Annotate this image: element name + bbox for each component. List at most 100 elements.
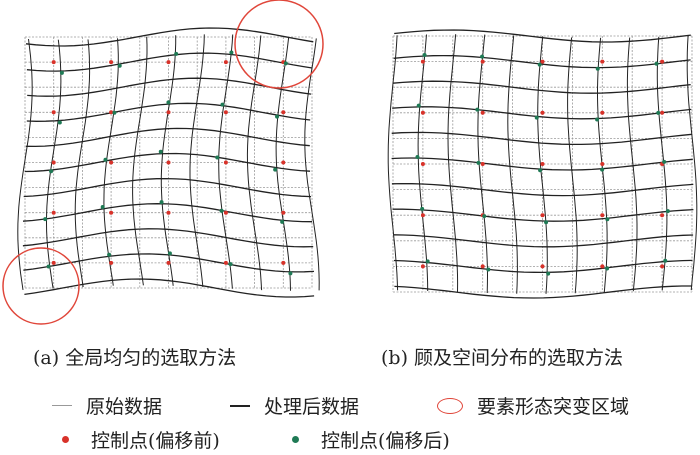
control-point-after [107,252,112,257]
caption-b: (b) 顾及空间分布的选取方法 [381,347,624,369]
processed-grid-line [275,36,291,291]
control-point-before [281,110,286,115]
control-point-before [223,160,228,165]
control-point-after [486,267,491,272]
control-point-after [422,52,427,57]
control-point-after [43,217,48,222]
control-point-before [420,213,425,218]
control-point-after [665,209,670,214]
legend-original-label: 原始数据 [86,396,163,418]
control-point-after [273,167,278,172]
black-line-icon [230,404,250,407]
processed-grid-line [74,39,91,287]
control-point-before [660,110,665,115]
control-point-before [223,210,228,215]
control-point-before [600,162,605,166]
control-point-before [480,59,485,64]
control-point-before [51,160,56,165]
control-point-before [540,59,545,64]
control-point-after [100,204,105,209]
processed-grid-line [686,35,698,291]
processed-grid-line [160,35,177,286]
control-point-before [51,260,56,265]
control-point-after [595,66,600,71]
control-point-before [109,60,114,65]
control-point-after [215,155,220,160]
control-point-before [223,260,228,265]
legend-cp-before-label: 控制点(偏移前) [91,430,220,452]
processed-grid-line [22,203,313,223]
control-point-after [57,120,62,125]
control-point-before [660,59,665,64]
control-point-before [420,59,425,64]
processed-grid-line [22,228,314,248]
mutation-region-circle [234,0,324,89]
processed-grid-line [304,38,320,291]
control-point-after [663,258,668,263]
control-point-after [425,259,430,264]
control-point-after [595,117,600,122]
control-point-after [158,149,163,154]
control-point-before [600,264,605,269]
control-point-before [600,59,605,64]
processed-grid-line [246,35,263,291]
processed-grid-line [393,54,691,69]
processed-grid-line [507,35,518,294]
control-point-after [480,54,485,59]
control-point-after [49,169,54,174]
processed-grid-line [23,177,312,198]
processed-grid-line [24,278,315,298]
processed-grid-line [417,34,429,292]
control-point-after [415,154,420,159]
control-point-after [46,264,51,269]
control-point-after [219,208,224,213]
processed-grid-line [218,34,234,289]
control-point-after [229,50,234,55]
processed-grid-line [392,80,691,94]
control-point-after [546,271,551,276]
control-point-before [51,210,56,215]
control-point-after [605,217,610,222]
control-point-before [420,264,425,269]
processed-grid-line [537,36,548,294]
control-point-before [600,213,605,218]
control-point-before [600,110,605,115]
control-point-after [283,61,288,66]
control-point-before [281,260,286,265]
control-point-before [540,264,545,269]
control-point-after [275,114,280,119]
control-point-after [654,61,659,66]
control-point-after [605,266,610,271]
control-point-after [416,103,421,108]
mutation-region-circle [2,247,80,325]
control-point-after [220,102,225,107]
control-point-before [660,264,665,269]
control-point-after [662,159,667,164]
control-point-after [544,220,549,225]
control-point-after [482,214,487,219]
processed-grid-line [45,39,62,289]
processed-grid-line [392,106,692,120]
processed-grid-line [567,37,578,294]
control-point-after [538,168,543,173]
control-point-after [59,70,64,75]
control-point-after [103,157,108,162]
processed-grid-line [391,182,694,197]
processed-grid-line [25,27,314,47]
control-point-before [223,110,228,115]
legend-cp-after-label: 控制点(偏移后) [321,430,450,452]
control-point-before [480,162,485,166]
control-point-after [112,110,117,115]
control-point-after [534,115,539,120]
control-point-after [420,206,425,211]
processed-grid-line [391,131,693,146]
control-point-before [51,110,56,115]
control-point-before [166,210,171,215]
legend-cp-after: 控制点(偏移后) [292,426,450,453]
control-point-before [166,60,171,65]
control-point-before [109,260,114,265]
control-point-before [166,260,171,265]
control-point-after [166,100,171,105]
legend-original: 原始数据 [52,392,162,419]
control-point-before [51,60,56,65]
